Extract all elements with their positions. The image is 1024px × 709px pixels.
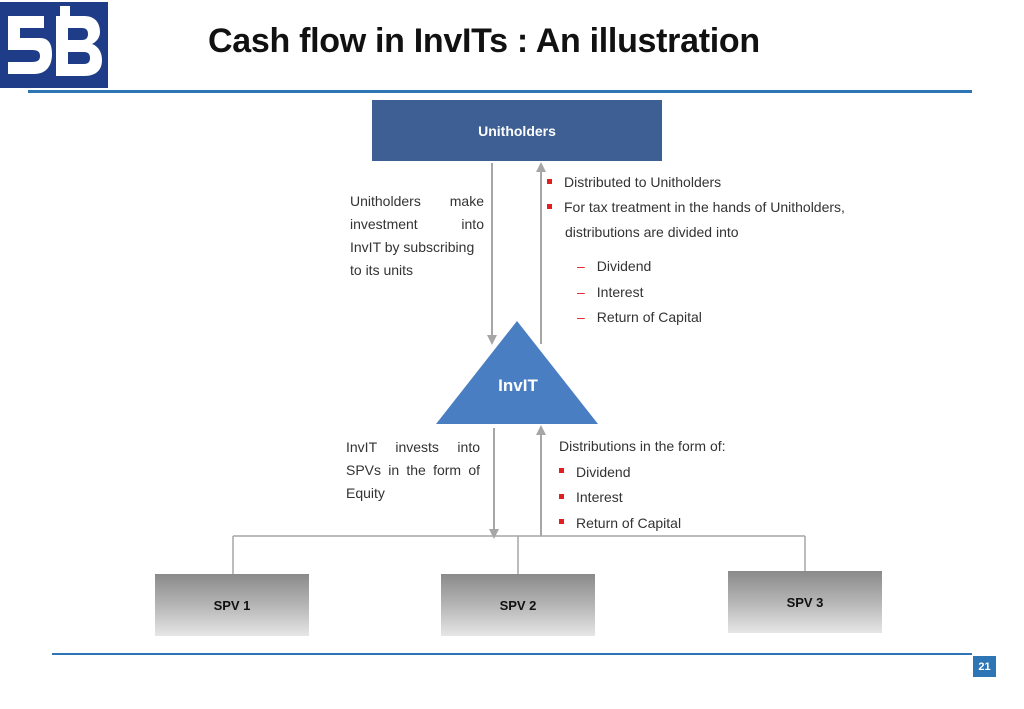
spv-1-box: SPV 1 [155,574,309,636]
spv-distribution-text: Distributions in the form of: Dividend I… [559,434,726,536]
bullet-icon [559,468,564,474]
list-item: Dividend [559,460,726,486]
list-item: Return of Capital [559,511,726,537]
bullet-icon [547,178,552,184]
spv-3-box: SPV 3 [728,571,882,633]
dash-icon: – [577,309,585,325]
page-title: Cash flow in InvITs : An illustration [208,22,760,60]
sub-list-item: –Interest [577,283,644,300]
bullet-icon [559,493,564,499]
header-rule [28,90,972,93]
text-line: Equity [346,485,385,501]
sub-list-item: –Dividend [577,258,652,274]
text-line: SPVs in the form of [346,462,480,478]
list-item: Interest [559,485,726,511]
footer-rule [52,653,972,655]
page-number: 21 [973,656,996,677]
invit-label: InvIT [498,376,538,395]
list-item: Distributed to Unitholders [547,170,845,195]
invit-investment-text: InvIT invests into SPVs in the form of E… [346,436,480,505]
text-line: Unitholders make [350,193,484,209]
list-item-continuation: distributions are divided into [565,224,739,240]
text-line: investment into [350,216,484,232]
text-line: to its units [350,262,414,278]
bullet-icon [547,203,552,209]
dash-icon: – [577,258,585,274]
list-heading: Distributions in the form of: [559,438,726,454]
list-item: For tax treatment in the hands of Unitho… [547,195,845,220]
bullet-icon [559,519,564,525]
sub-list-item: –Return of Capital [577,309,702,325]
unitholders-box: Unitholders [372,100,662,161]
invit-triangle [436,321,598,424]
dash-icon: – [577,283,585,300]
text-line: InvIT by subscribing [350,239,475,255]
spv-2-box: SPV 2 [441,574,595,636]
text-line: InvIT invests into [346,439,480,455]
distribution-to-unitholders-text: Distributed to Unitholders For tax treat… [547,170,845,331]
sebi-logo [0,2,108,88]
unitholders-investment-text: Unitholders make investment into InvIT b… [350,190,484,282]
